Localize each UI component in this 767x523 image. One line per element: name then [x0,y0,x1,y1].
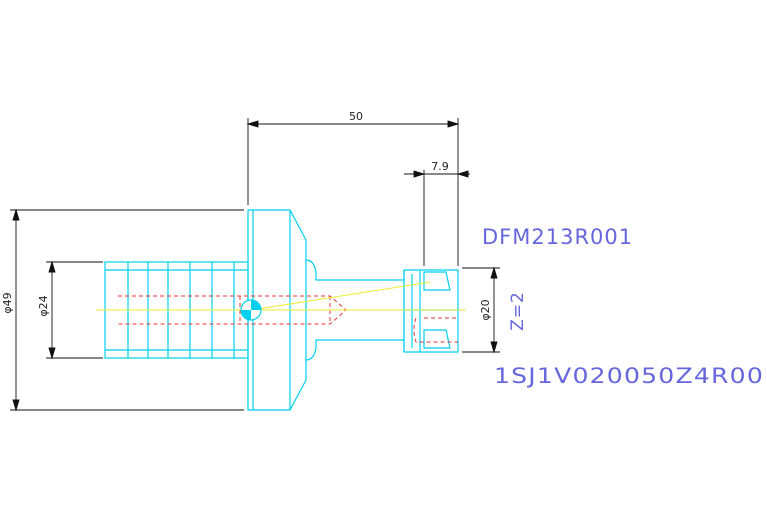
shank-diameter-dimension: φ24 [37,295,50,316]
dimension-lines [10,118,500,412]
length-dimension: 50 [349,110,363,123]
center-mark-icon [240,299,262,321]
neck [305,259,404,361]
head-diameter-dimension: φ20 [479,299,492,320]
part-code-label: DFM213R001 [482,225,633,249]
shank-grooves [105,262,248,358]
centerlines [96,281,466,311]
hidden-lines [118,295,458,343]
flute-offset-dimension: 7.9 [431,160,449,173]
spec-code-label: 1SJ1V020050Z4R00 [494,364,764,388]
teeth-count-label: Z=2 [508,291,528,331]
outer-diameter-dimension: φ49 [1,292,14,313]
